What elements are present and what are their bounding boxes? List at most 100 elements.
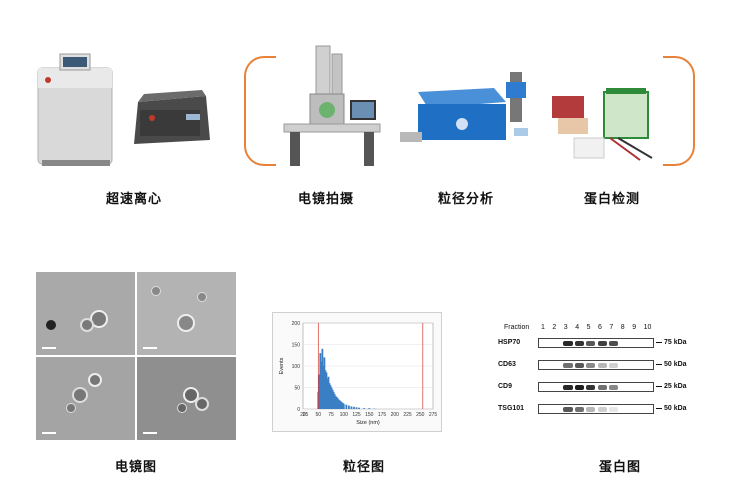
x-tick-label: 150: [365, 412, 374, 418]
marker-tick: [656, 386, 662, 387]
x-tick-label: 225: [403, 412, 412, 418]
blot-band: [574, 362, 585, 368]
x-tick-label: 200: [391, 412, 400, 418]
label-em-imaging: 电镜拍摄: [297, 192, 354, 207]
fraction-label: Fraction: [504, 324, 530, 331]
molecular-weight-label: 50 kDa: [664, 361, 687, 368]
blot-band: [586, 406, 596, 412]
histogram-bar: [325, 372, 328, 409]
histogram-bar: [358, 407, 360, 409]
molecular-weight-label: 50 kDa: [664, 405, 687, 412]
tem-panel-3: [36, 357, 135, 440]
label-protein-detection: 蛋白检测: [583, 192, 640, 207]
histogram-bar: [335, 396, 338, 409]
blot-band: [574, 340, 585, 346]
histogram-bar: [368, 408, 371, 409]
x-tick-label: 175: [378, 412, 387, 418]
y-tick-label: 0: [297, 407, 300, 413]
tabletop-centrifuge-illustration: [130, 88, 214, 148]
fraction-number: 8: [620, 324, 625, 331]
x-axis-label: Size (nm): [356, 420, 380, 426]
label-protein-blot: 蛋白图: [598, 460, 641, 475]
blot-band: [586, 340, 596, 346]
protein-name: CD63: [498, 361, 516, 368]
histogram-bar: [326, 378, 329, 409]
blot-strip: [538, 382, 654, 392]
blot-band: [597, 384, 607, 390]
group-bracket-right: [663, 56, 695, 166]
histogram-bar: [332, 391, 335, 409]
histogram-bar: [329, 385, 332, 409]
x-tick-label: 25: [303, 412, 309, 418]
y-tick-label: 150: [292, 343, 301, 349]
fraction-number: 3: [563, 324, 568, 331]
histogram-bar: [334, 396, 337, 409]
electron-microscope-illustration: [280, 44, 384, 168]
marker-tick: [656, 364, 662, 365]
histogram-bar: [339, 401, 342, 409]
protein-name: TSG101: [498, 405, 525, 412]
blot-band: [574, 406, 585, 412]
histogram-bar: [320, 361, 323, 409]
y-axis-label: Events: [279, 357, 285, 374]
label-particle-size-chart: 粒径图: [342, 460, 385, 475]
blot-band: [563, 406, 573, 412]
x-tick-label: 20: [300, 412, 306, 418]
fraction-number: 5: [586, 324, 591, 331]
x-tick-label: 100: [340, 412, 349, 418]
x-tick-label: 75: [328, 412, 334, 418]
tem-panel-1: [36, 272, 135, 355]
histogram-bar: [342, 403, 345, 409]
histogram-bar: [363, 408, 366, 409]
histogram-bar: [345, 404, 348, 409]
molecular-weight-label: 75 kDa: [664, 339, 687, 346]
histogram-bar: [337, 399, 340, 409]
blot-band: [563, 340, 573, 346]
x-tick-label: 275: [429, 412, 438, 418]
blot-band: [608, 340, 619, 346]
fraction-number: 4: [575, 324, 580, 331]
histogram-bar: [347, 405, 350, 409]
blot-band: [608, 406, 619, 412]
histogram-bar: [353, 406, 355, 409]
blot-strip: [538, 338, 654, 348]
blot-strip: [538, 404, 654, 414]
blot-band: [586, 362, 596, 368]
blot-band: [574, 384, 585, 390]
fraction-number: 7: [609, 324, 614, 331]
fraction-number: 10: [643, 324, 652, 331]
group-bracket-left: [244, 56, 276, 166]
histogram-bar: [328, 383, 331, 409]
histogram-bar: [321, 348, 324, 409]
histogram-bar: [341, 402, 344, 409]
blot-band: [597, 340, 607, 346]
tem-image-grid: [36, 272, 236, 440]
label-em-image: 电镜图: [114, 460, 157, 475]
histogram-bar: [324, 370, 327, 409]
marker-tick: [656, 342, 662, 343]
particle-analyzer-illustration: [398, 68, 530, 152]
x-tick-label: 50: [316, 412, 322, 418]
histogram-bar: [340, 402, 343, 409]
tem-panel-2: [137, 272, 236, 355]
blot-band: [608, 384, 619, 390]
histogram-bar: [327, 376, 330, 409]
molecular-weight-label: 25 kDa: [664, 383, 687, 390]
histogram-bar: [355, 407, 358, 409]
y-tick-label: 200: [292, 321, 301, 327]
fraction-number: 9: [632, 324, 637, 331]
fraction-number: 1: [541, 324, 545, 331]
protein-name: HSP70: [498, 339, 521, 346]
histogram-bar: [350, 406, 353, 409]
histogram-bar: [331, 389, 334, 409]
label-particle-size-analysis: 粒径分析: [437, 192, 494, 207]
x-tick-label: 125: [352, 412, 361, 418]
tem-panel-4: [137, 357, 236, 440]
histogram-bar: [336, 398, 339, 409]
y-tick-label: 100: [292, 364, 301, 370]
blot-band: [608, 362, 619, 368]
histogram-bar: [318, 374, 321, 409]
